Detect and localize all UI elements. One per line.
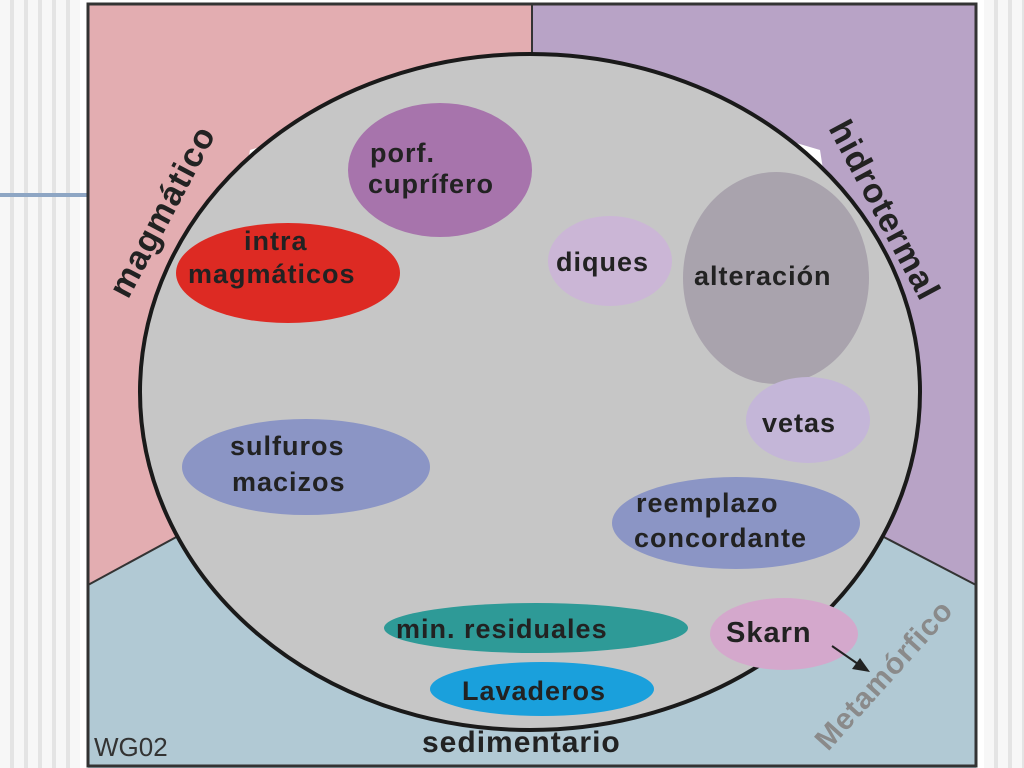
skarn-arrow-line [831, 645, 859, 665]
intra-label-1: intra [244, 226, 308, 256]
deposit-alteracion [683, 172, 869, 384]
label-sedimentario: sedimentario [422, 726, 621, 759]
diques-label: diques [556, 247, 649, 277]
left-stripe-decoration [0, 0, 80, 768]
deposit-skarn [710, 598, 858, 670]
reemplazo-label-1: reemplazo [636, 488, 779, 518]
deposit-reemplazo-concordante [612, 477, 860, 569]
diagram-frame [86, 2, 978, 768]
sulfuros-label-1: sulfuros [230, 431, 345, 461]
vetas-label: vetas [762, 408, 836, 438]
reemplazo-label-2: concordante [634, 523, 807, 553]
deposit-diques [548, 216, 672, 306]
residuales-label: min. residuales [396, 614, 608, 644]
lavaderos-label: Lavaderos [462, 676, 606, 706]
deposit-min-residuales [384, 603, 688, 653]
divider-left [87, 534, 181, 586]
deposit-intra-magmaticos [176, 223, 400, 323]
deposit-sulfuros-macizos [182, 419, 430, 515]
porf-label-1: porf. [370, 138, 435, 168]
right-stripe-decoration [984, 0, 1024, 768]
skarn-label: Skarn [726, 617, 812, 649]
intra-label-2: magmáticos [188, 259, 356, 289]
alteracion-label: alteración [694, 261, 832, 291]
deposit-vetas [746, 377, 870, 463]
region-hidrotermal [532, 4, 976, 585]
skarn-arrow-head [852, 658, 870, 672]
sulfuros-label-2: macizos [232, 467, 346, 497]
deposit-porf-cuprifero [348, 103, 532, 237]
region-magmatico [88, 4, 532, 585]
porf-label-2: cuprífero [368, 169, 494, 199]
code-label: WG02 [94, 732, 168, 762]
slide-accent-line [0, 193, 88, 197]
deposit-lavaderos [430, 662, 654, 716]
divider-right [879, 534, 977, 586]
